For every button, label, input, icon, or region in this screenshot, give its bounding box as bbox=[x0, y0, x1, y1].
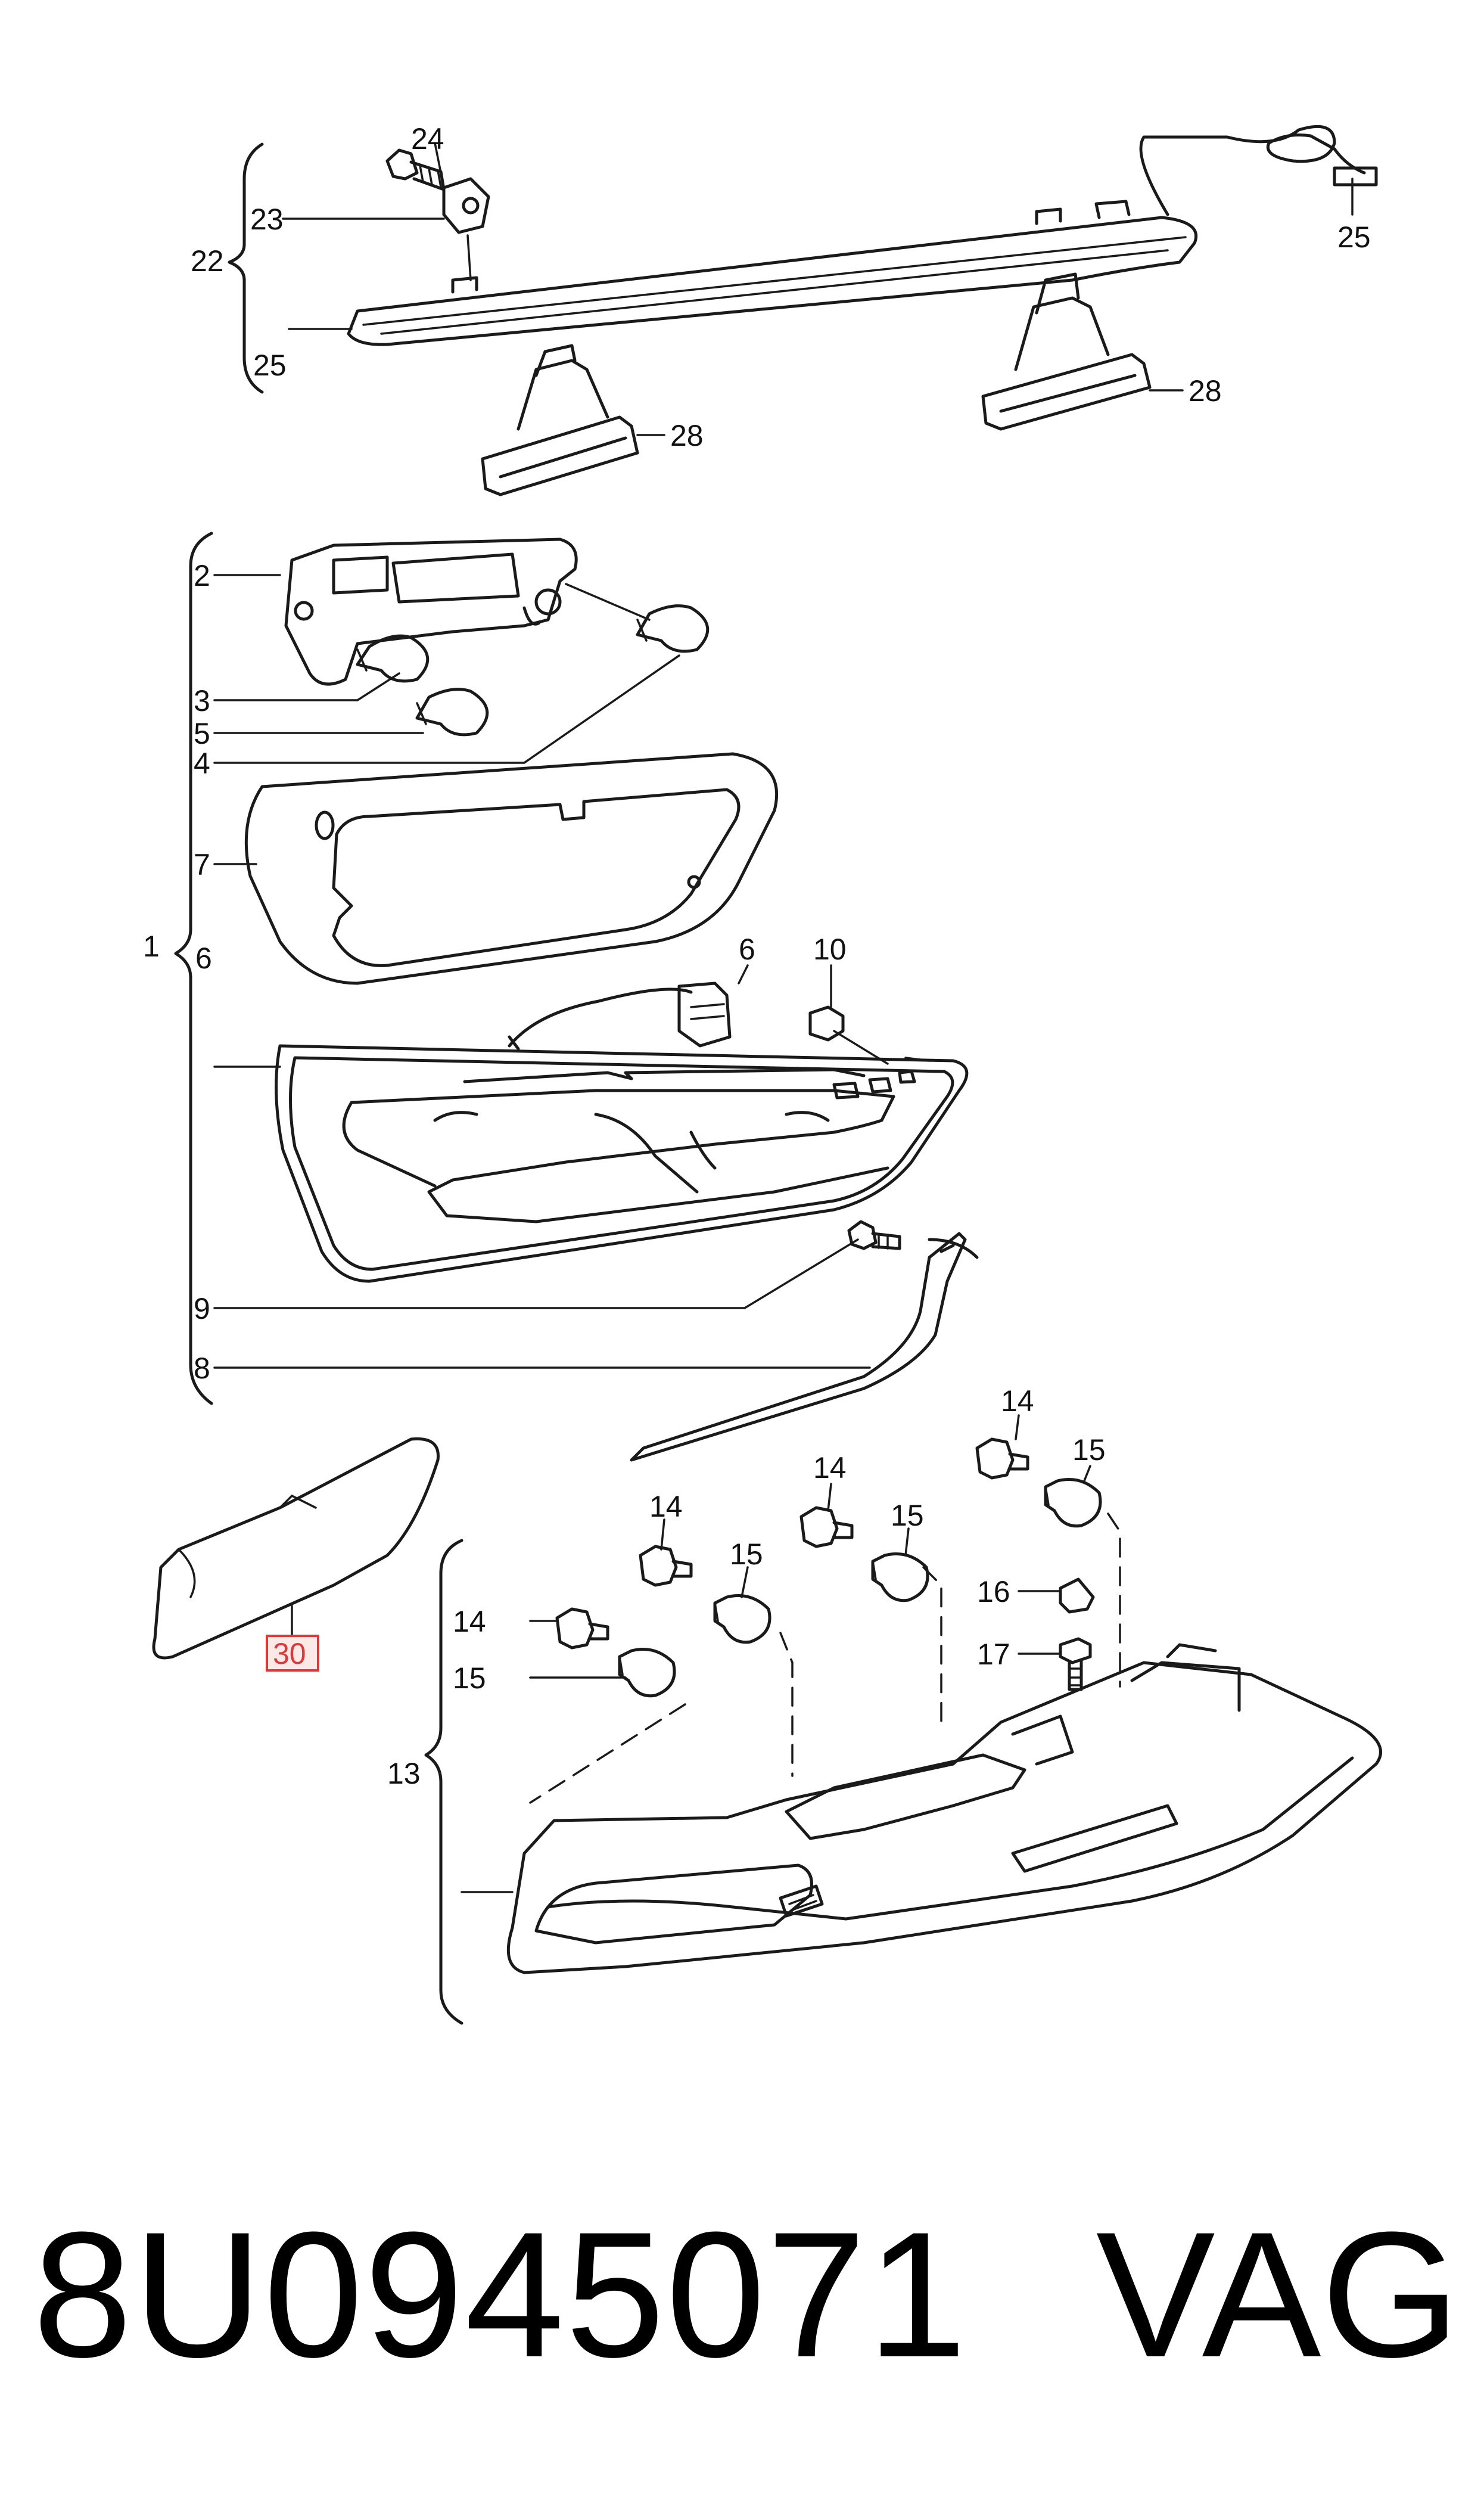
connector-6 bbox=[677, 981, 732, 1048]
brand-label: VAG bbox=[1096, 2194, 1460, 2394]
callout-14-c: 14 bbox=[813, 1451, 847, 1484]
socket-14-a bbox=[555, 1607, 609, 1650]
bulb-15-b bbox=[713, 1594, 771, 1644]
callout-1: 1 bbox=[143, 930, 160, 963]
tail-light-housing bbox=[275, 1044, 969, 1283]
callout-17: 17 bbox=[977, 1638, 1010, 1671]
harness-6 bbox=[508, 987, 693, 1048]
socket-14-d bbox=[975, 1437, 1029, 1480]
bulb-4 bbox=[636, 604, 710, 653]
bulb-15-c bbox=[871, 1552, 929, 1602]
callout-14-a: 14 bbox=[453, 1605, 486, 1638]
seal-7 bbox=[244, 752, 779, 985]
socket-14-c bbox=[799, 1506, 854, 1548]
callout-30: 30 bbox=[273, 1637, 306, 1670]
bulb-5 bbox=[415, 688, 489, 737]
group-22-third-brake-light bbox=[228, 125, 1378, 496]
part-number: 8U0945071 bbox=[33, 2194, 968, 2394]
socket-14-b bbox=[639, 1545, 693, 1587]
callout-28-right: 28 bbox=[1189, 374, 1222, 408]
callout-13: 13 bbox=[387, 1757, 421, 1790]
callout-23: 23 bbox=[250, 203, 284, 236]
bolt-24 bbox=[385, 148, 419, 181]
nut-10 bbox=[808, 1005, 845, 1042]
reflector-30 bbox=[152, 1437, 440, 1660]
brake-light-bar bbox=[347, 216, 1198, 346]
brake-light-cable bbox=[1139, 125, 1366, 216]
group-1-bracket bbox=[174, 532, 213, 1405]
callout-25-left: 25 bbox=[253, 349, 287, 382]
callout-3: 3 bbox=[194, 684, 210, 718]
group-13-bumper-light bbox=[424, 1414, 1382, 2025]
callout-6-left: 6 bbox=[195, 942, 212, 975]
footer-caption: 8U0945071 VAG bbox=[0, 2205, 1484, 2384]
bumper-light-housing bbox=[506, 1661, 1382, 1974]
screw-17 bbox=[1059, 1637, 1092, 1664]
callout-15-a: 15 bbox=[453, 1661, 486, 1695]
license-lamp-28-left bbox=[481, 344, 639, 496]
callout-25-right: 25 bbox=[1337, 220, 1371, 254]
group-1-tail-light bbox=[174, 532, 979, 1462]
callout-labels: 22 23 24 25 25 28 28 1 2 3 4 5 6 6 7 8 9… bbox=[143, 122, 1371, 1790]
callout-6-connector: 6 bbox=[739, 933, 755, 966]
trim-strip-8 bbox=[630, 1232, 967, 1462]
callout-15-b: 15 bbox=[730, 1538, 763, 1571]
callout-9: 9 bbox=[194, 1292, 210, 1325]
callout-5: 5 bbox=[194, 717, 210, 750]
clip-23 bbox=[442, 177, 490, 234]
group-13-bracket bbox=[424, 1539, 463, 2025]
callout-10: 10 bbox=[813, 933, 847, 966]
callout-15-c: 15 bbox=[891, 1499, 924, 1532]
license-lamp-28-right bbox=[981, 272, 1152, 431]
bulb-15-a bbox=[618, 1648, 676, 1698]
callout-2: 2 bbox=[194, 559, 210, 592]
callout-15-d: 15 bbox=[1072, 1433, 1106, 1467]
callout-16: 16 bbox=[977, 1575, 1010, 1608]
screw-9 bbox=[847, 1220, 878, 1250]
clip-16 bbox=[1059, 1577, 1095, 1614]
callout-4: 4 bbox=[194, 747, 210, 780]
callout-14-d: 14 bbox=[1001, 1384, 1034, 1418]
bulb-holder-2 bbox=[284, 538, 578, 686]
callout-22: 22 bbox=[191, 244, 224, 278]
callout-7: 7 bbox=[194, 848, 210, 881]
callout-14-b: 14 bbox=[649, 1490, 683, 1523]
callout-28-left: 28 bbox=[670, 419, 704, 452]
group-22-bracket bbox=[228, 142, 264, 394]
bulb-15-d bbox=[1044, 1478, 1102, 1528]
callout-24: 24 bbox=[411, 122, 444, 156]
callout-30-highlight: 30 bbox=[266, 1635, 319, 1672]
callout-8: 8 bbox=[194, 1352, 210, 1385]
